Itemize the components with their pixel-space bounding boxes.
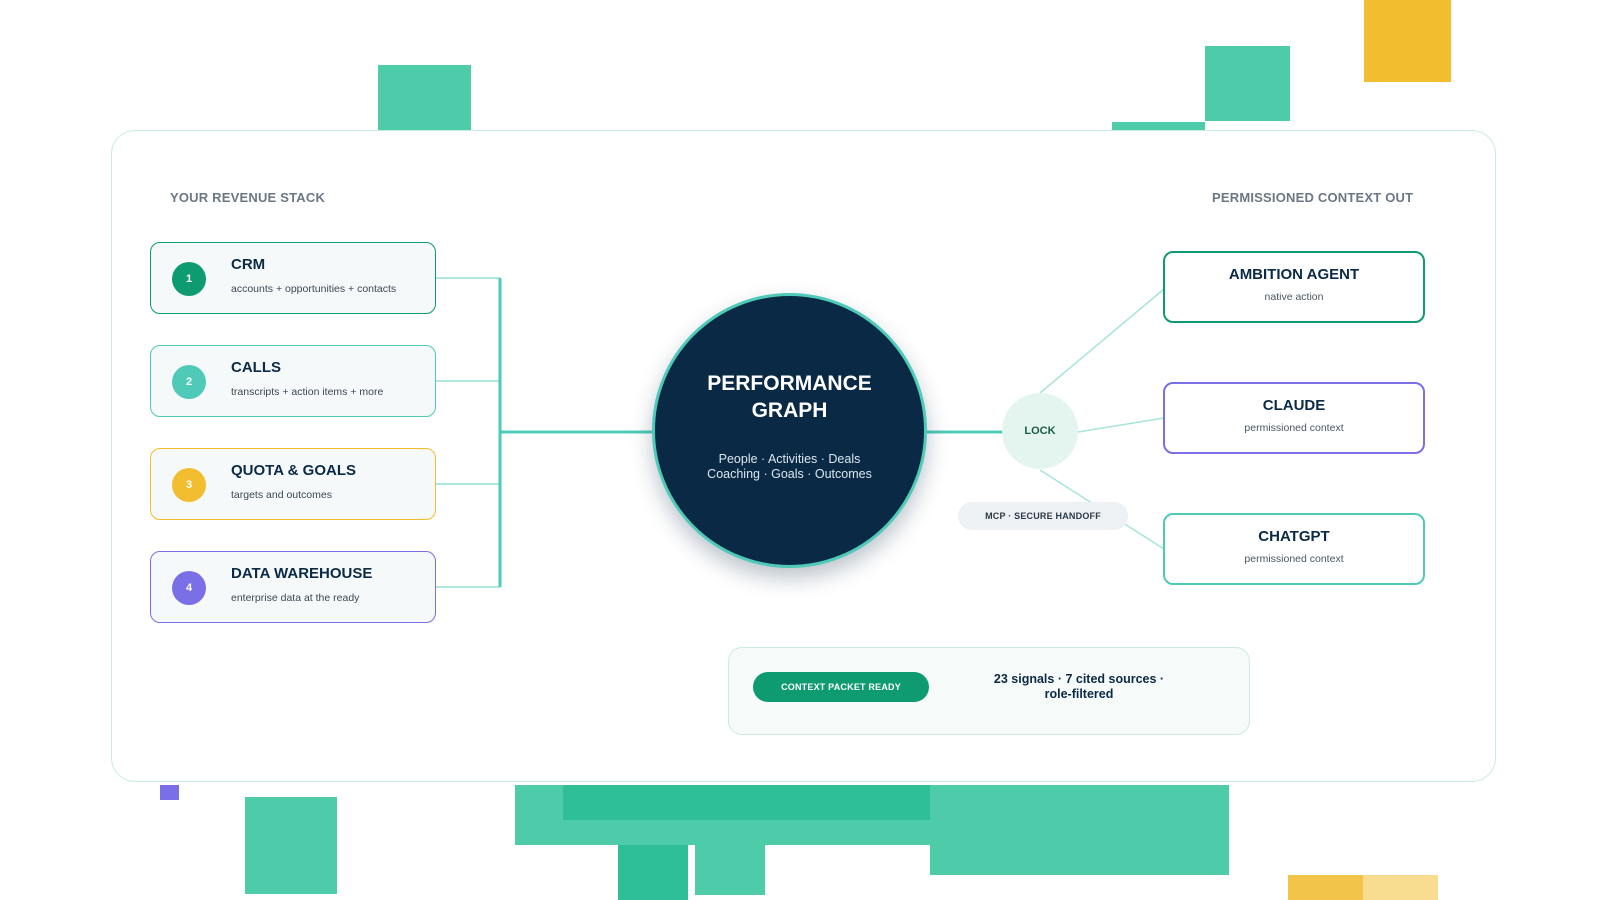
source-number-badge: 1 — [172, 262, 206, 296]
decorative-block — [1363, 875, 1438, 900]
source-calls[interactable]: 2 CALLS transcripts + action items + mor… — [150, 345, 436, 417]
decorative-block — [930, 785, 1229, 875]
decorative-block — [245, 797, 337, 894]
source-title: DATA WAREHOUSE — [231, 565, 373, 582]
lock-node: LOCK — [1002, 393, 1078, 469]
source-crm[interactable]: 1 CRM accounts + opportunities + contact… — [150, 242, 436, 314]
hub-title-line2: GRAPH — [751, 399, 828, 422]
source-number-badge: 2 — [172, 365, 206, 399]
source-subtitle: transcripts + action items + more — [231, 386, 384, 398]
destination-subtitle: permissioned context — [1244, 553, 1344, 565]
decorative-block — [1112, 122, 1205, 132]
source-subtitle: enterprise data at the ready — [231, 592, 360, 604]
context-packet-line1: 23 signals · 7 cited sources · — [993, 672, 1165, 686]
decorative-block — [160, 785, 179, 800]
source-data-warehouse[interactable]: 4 DATA WAREHOUSE enterprise data at the … — [150, 551, 436, 623]
hub-subtitle-line1: People · Activities · Deals — [718, 452, 861, 466]
secure-handoff-badge: MCP · SECURE HANDOFF — [958, 502, 1128, 530]
hub-title-line1: PERFORMANCE — [707, 372, 872, 395]
source-number-badge: 4 — [172, 571, 206, 605]
left-section-title: YOUR REVENUE STACK — [170, 190, 326, 205]
destination-chatgpt[interactable]: CHATGPT permissioned context — [1163, 513, 1425, 585]
right-section-title: PERMISSIONED CONTEXT OUT — [1212, 190, 1414, 205]
source-title: QUOTA & GOALS — [231, 462, 356, 479]
output-connectors — [927, 288, 1165, 550]
destination-subtitle: native action — [1264, 291, 1324, 303]
decorative-block — [695, 845, 765, 895]
source-connectors — [436, 277, 653, 588]
destination-title: AMBITION AGENT — [1228, 266, 1360, 283]
decorative-block — [1364, 0, 1451, 82]
destination-title: CLAUDE — [1262, 397, 1326, 414]
decorative-block — [618, 845, 688, 900]
context-packet-panel: CONTEXT PACKET READY 23 signals · 7 cite… — [728, 647, 1250, 735]
destination-claude[interactable]: CLAUDE permissioned context — [1163, 382, 1425, 454]
destination-subtitle: permissioned context — [1244, 422, 1344, 434]
source-quota-goals[interactable]: 3 QUOTA & GOALS targets and outcomes — [150, 448, 436, 520]
context-packet-line2: role-filtered — [1044, 687, 1114, 701]
hub-subtitle: People · Activities · Deals Coaching · G… — [655, 452, 924, 482]
source-subtitle: targets and outcomes — [231, 489, 332, 501]
source-title: CALLS — [231, 359, 281, 376]
source-title: CRM — [231, 256, 266, 273]
context-packet-ready-button[interactable]: CONTEXT PACKET READY — [753, 672, 929, 702]
destination-title: CHATGPT — [1258, 528, 1330, 545]
hub-subtitle-line2: Coaching · Goals · Outcomes — [707, 467, 872, 481]
destination-ambition-agent[interactable]: AMBITION AGENT native action — [1163, 251, 1425, 323]
decorative-block — [1288, 875, 1363, 900]
source-number-badge: 3 — [172, 468, 206, 502]
source-subtitle: accounts + opportunities + contacts — [231, 283, 397, 295]
hub-title: PERFORMANCE GRAPH — [655, 370, 924, 424]
decorative-block — [378, 65, 471, 133]
performance-graph-hub[interactable]: PERFORMANCE GRAPH People · Activities · … — [652, 293, 927, 568]
decorative-block — [1205, 46, 1290, 121]
context-packet-summary: 23 signals · 7 cited sources · role-filt… — [969, 672, 1189, 702]
